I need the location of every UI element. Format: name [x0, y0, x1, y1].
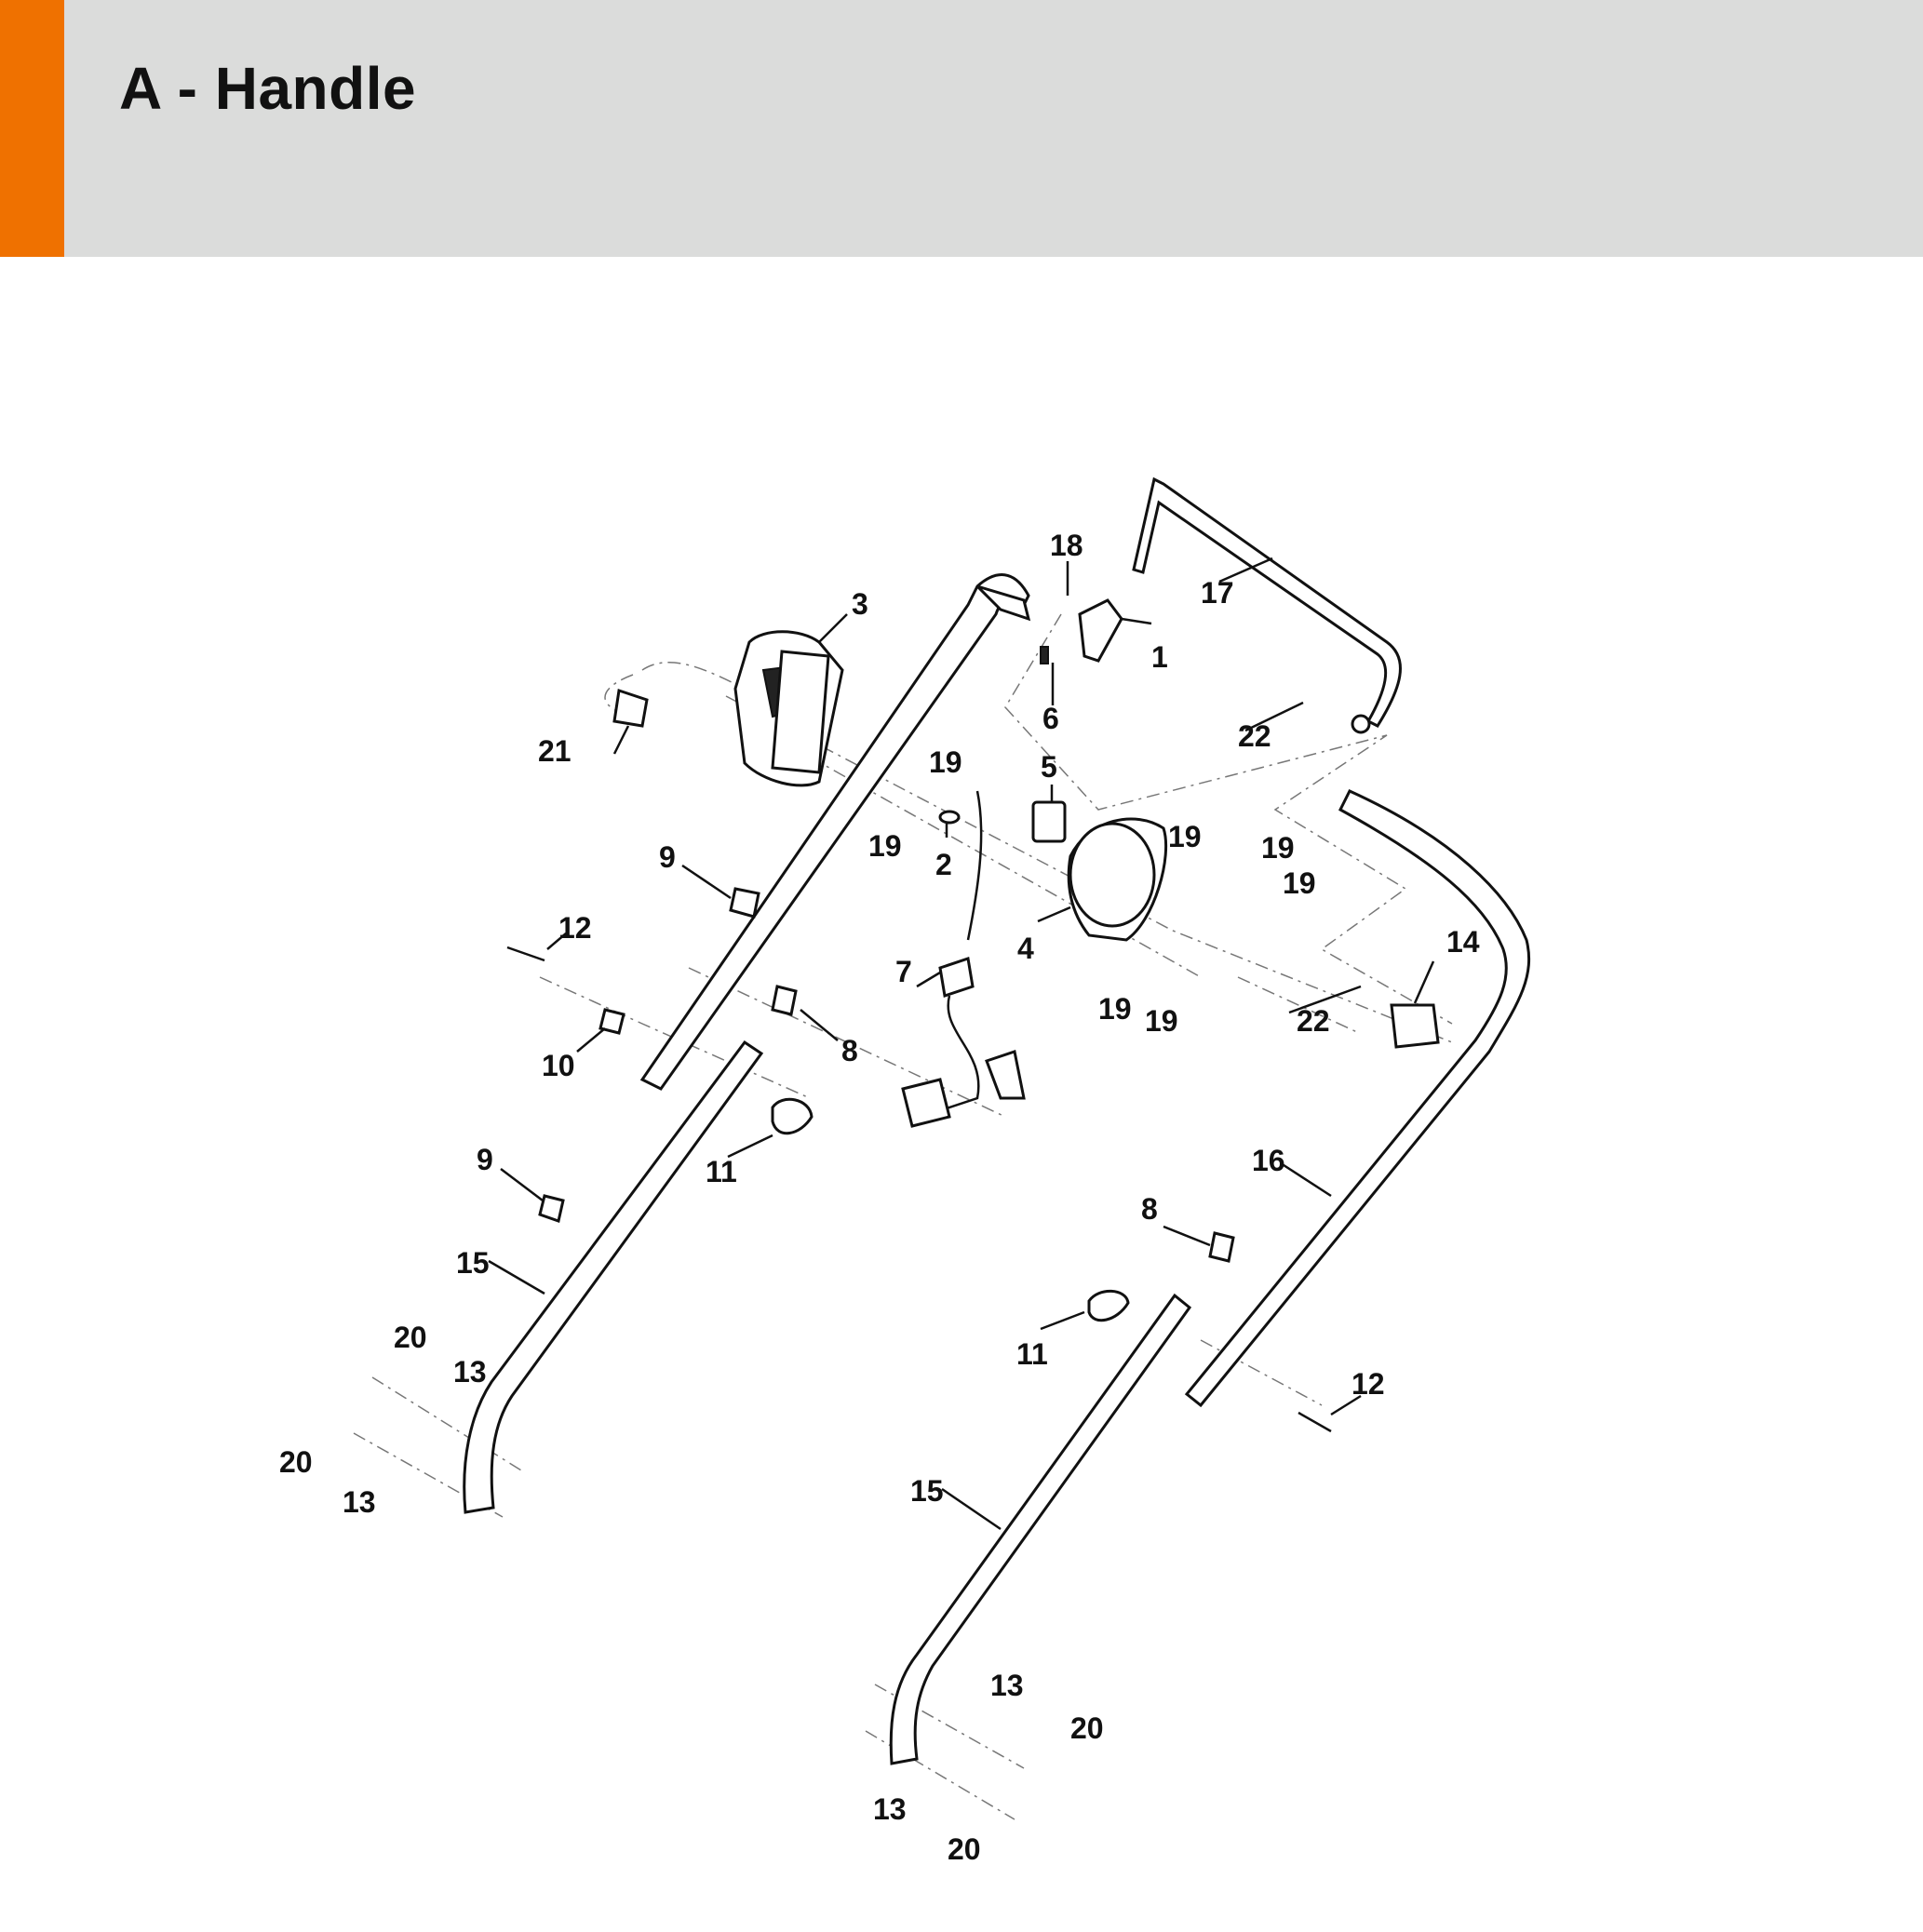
callout-11-right: 11 — [1016, 1337, 1048, 1371]
bushing-8-left — [771, 985, 798, 1016]
callout-12-right: 12 — [1351, 1367, 1385, 1401]
header-band: A - Handle — [0, 0, 1923, 257]
leader-lines — [488, 557, 1435, 1531]
callout-6: 6 — [1042, 702, 1059, 735]
orange-accent-bar — [0, 0, 64, 257]
left-control-housing — [733, 630, 844, 787]
callout-7: 7 — [895, 955, 912, 988]
callout-20-b: 20 — [279, 1445, 313, 1479]
spring-6 — [1040, 646, 1049, 664]
callout-19-d: 19 — [1261, 831, 1295, 865]
upper-left-handle-tube — [639, 573, 1031, 1091]
callout-9-upper: 9 — [659, 840, 676, 874]
callout-18: 18 — [1050, 529, 1083, 562]
callout-13-c: 13 — [990, 1669, 1024, 1702]
screw-12-left — [506, 946, 545, 962]
callout-8-left: 8 — [841, 1034, 858, 1067]
knob-11-left — [771, 1097, 814, 1135]
callout-19-e: 19 — [1283, 866, 1316, 900]
callout-15-right: 15 — [910, 1474, 944, 1508]
bracket-10 — [598, 1008, 625, 1035]
callout-22-lower: 22 — [1297, 1004, 1330, 1038]
callout-11-left: 11 — [706, 1155, 737, 1188]
callout-labels: 1 2 3 4 5 6 7 8 8 9 9 10 11 11 12 12 13 … — [279, 529, 1480, 1866]
cover-21 — [612, 689, 649, 728]
callout-13-a: 13 — [453, 1355, 487, 1389]
callout-8-right: 8 — [1141, 1192, 1158, 1226]
knob-11-right — [1087, 1289, 1130, 1322]
callout-5: 5 — [1041, 750, 1057, 784]
callout-20-a: 20 — [394, 1321, 427, 1354]
callout-9-lower: 9 — [477, 1143, 493, 1176]
right-handle-tube — [1184, 789, 1531, 1408]
clip-2 — [938, 810, 961, 825]
callout-19-c: 19 — [1168, 820, 1202, 853]
lower-left-handle-tube — [463, 1040, 764, 1514]
bail-bar — [1132, 476, 1402, 734]
callout-19-g: 19 — [1145, 1004, 1178, 1038]
callout-19-b: 19 — [868, 829, 902, 863]
bracket-1 — [1078, 598, 1123, 663]
callout-19-a: 19 — [929, 745, 962, 779]
callout-15-left: 15 — [456, 1246, 490, 1280]
cap-9-lower — [538, 1194, 565, 1223]
callout-22-upper: 22 — [1238, 719, 1271, 753]
lower-right-handle-tube — [889, 1293, 1192, 1765]
callout-20-c: 20 — [1070, 1711, 1104, 1745]
lever-14 — [1390, 1003, 1440, 1049]
callout-2: 2 — [935, 848, 952, 881]
callout-17: 17 — [1201, 576, 1234, 610]
cap-9-upper — [729, 887, 760, 919]
page-title: A - Handle — [119, 55, 417, 122]
bushing-8-right — [1208, 1231, 1235, 1263]
callout-14: 14 — [1446, 925, 1480, 959]
callout-4: 4 — [1017, 932, 1034, 965]
callout-3: 3 — [852, 587, 868, 621]
callout-21: 21 — [538, 734, 572, 768]
callout-12-left: 12 — [558, 911, 592, 945]
small-parts — [506, 598, 1440, 1433]
right-control-housing — [1067, 817, 1168, 942]
callout-1: 1 — [1151, 640, 1168, 674]
callout-20-d: 20 — [948, 1832, 981, 1866]
switch-5 — [1031, 800, 1067, 843]
callout-13-d: 13 — [873, 1792, 907, 1826]
callout-16: 16 — [1252, 1144, 1285, 1177]
callout-13-b: 13 — [343, 1485, 376, 1519]
cable-harness — [901, 790, 1026, 1128]
callout-10: 10 — [542, 1049, 575, 1082]
assembly-axes — [353, 613, 1453, 1820]
callout-19-f: 19 — [1098, 992, 1132, 1026]
screw-12-right — [1298, 1411, 1332, 1433]
